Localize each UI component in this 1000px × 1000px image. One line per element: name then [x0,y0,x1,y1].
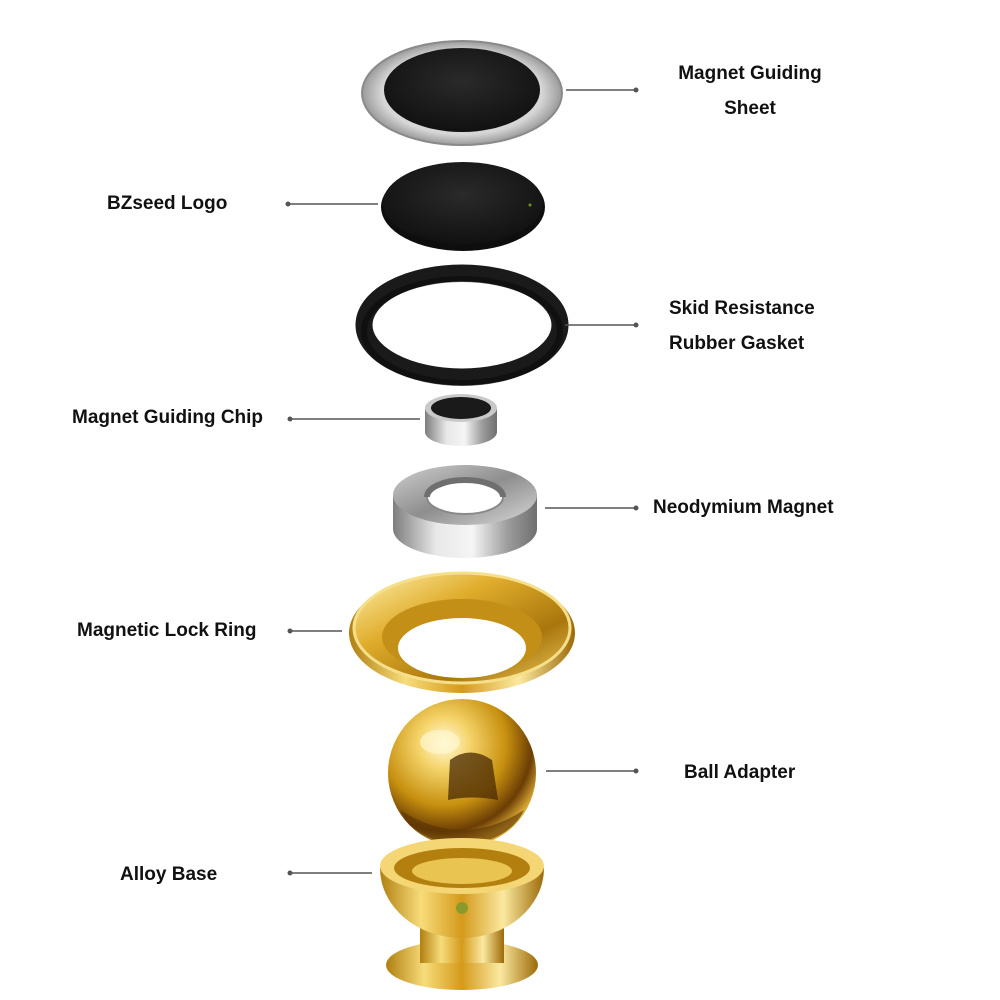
label-line: Magnet Guiding [678,63,822,84]
label-line: Skid Resistance [669,298,815,319]
label-neodymium-magnet: Neodymium Magnet [653,490,834,525]
leader-bzseed-logo [285,201,378,207]
leader-neodymium-magnet [545,505,639,511]
gold-ball-icon [388,699,536,847]
label-rubber-gasket: Skid Resistance Rubber Gasket [669,291,815,361]
label-line: Sheet [724,98,776,119]
label-line: Ball Adapter [684,762,796,783]
label-line: Rubber Gasket [669,333,805,354]
leader-rubber-gasket [565,322,639,328]
leader-magnetic-lock-ring [287,628,342,634]
label-line: Magnet Guiding Chip [72,407,264,428]
label-magnet-guiding-chip: Magnet Guiding Chip [72,400,263,435]
gold-cup-base-icon [380,838,544,990]
chip-magnet-icon [425,394,497,446]
label-line: Magnetic Lock Ring [77,620,257,641]
leader-alloy-base [287,870,372,876]
ring-magnet-icon [393,465,537,558]
label-line: Alloy Base [120,864,218,885]
label-ball-adapter: Ball Adapter [684,755,795,790]
label-magnetic-lock-ring: Magnetic Lock Ring [77,613,256,648]
leader-ball-adapter [546,768,639,774]
black-disc-icon [381,162,545,251]
leader-magnet-guiding-chip [287,416,420,422]
steel-disc-icon [361,40,563,146]
label-alloy-base: Alloy Base [120,857,217,892]
gold-lock-ring-icon [349,571,575,693]
label-magnet-guiding-sheet: Magnet Guiding Sheet [660,56,840,126]
leader-magnet-guiding-sheet [566,87,639,93]
label-line: Neodymium Magnet [653,497,834,518]
rubber-ring-icon [355,264,569,386]
label-line: BZseed Logo [107,193,228,214]
label-bzseed-logo: BZseed Logo [107,186,227,221]
